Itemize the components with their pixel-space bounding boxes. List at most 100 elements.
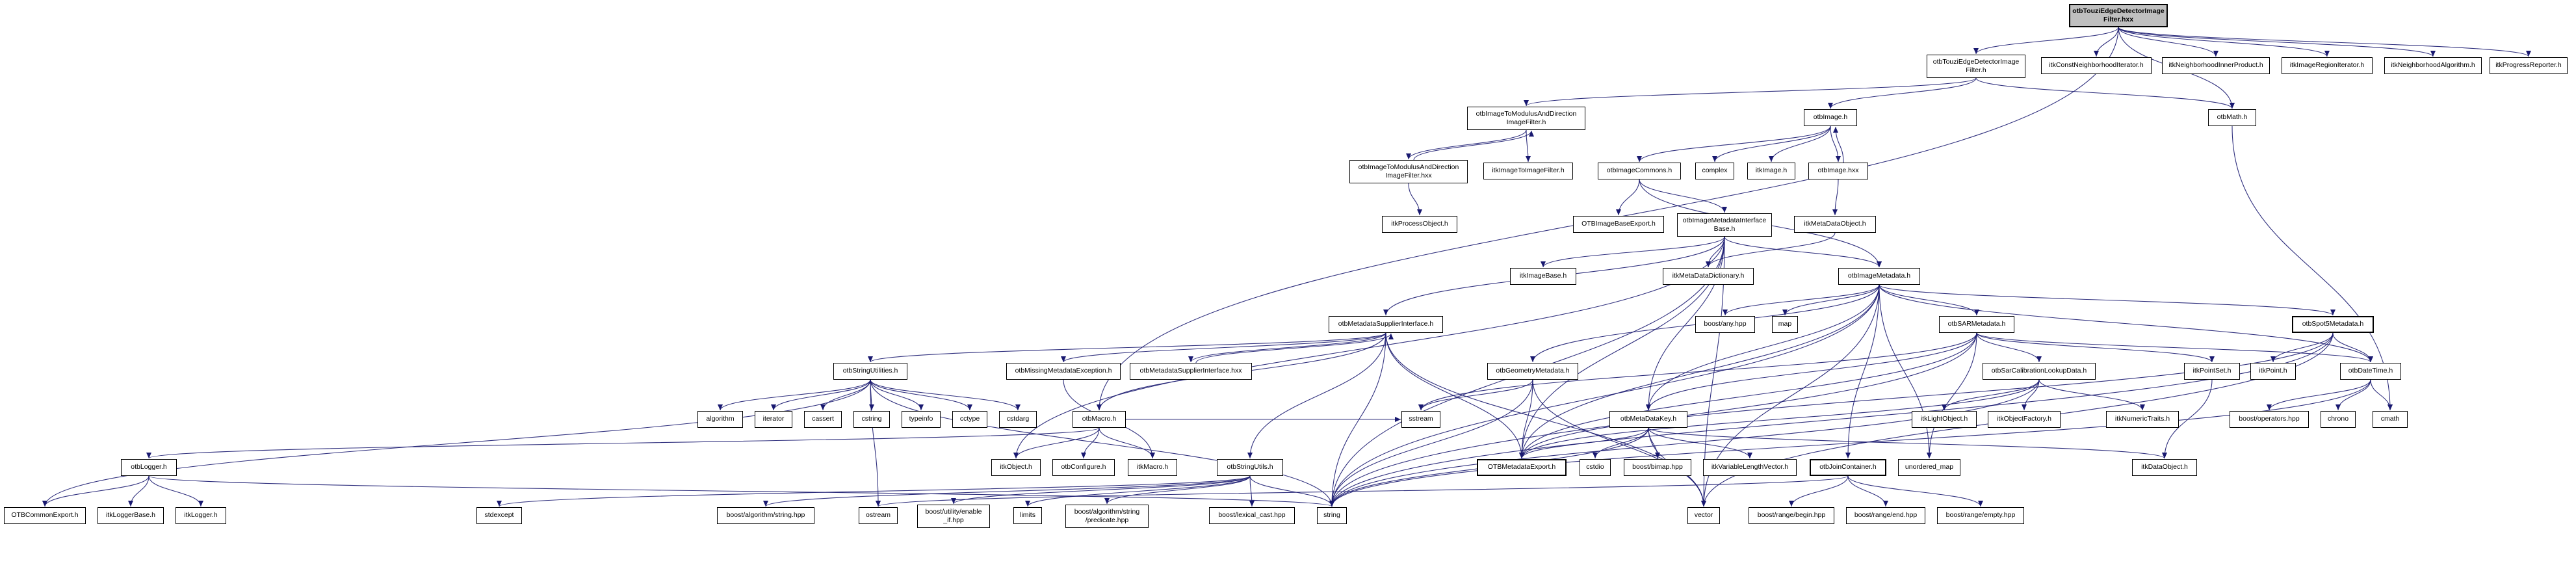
graph-node-label: otbImageToModulusAndDirection — [1476, 109, 1577, 118]
graph-node-imgcommons[interactable]: otbImageCommons.h — [1598, 163, 1681, 179]
graph-node-commonexport[interactable]: OTBCommonExport.h — [4, 507, 86, 524]
graph-node-otbconfigure[interactable]: otbConfigure.h — [1052, 459, 1115, 476]
graph-edge-touzi_hxx-to-touzi_h — [1973, 27, 2119, 55]
graph-node-itkpoint[interactable]: itkPoint.h — [2250, 363, 2296, 380]
graph-edge-otblogger-to-itklogger — [148, 475, 203, 507]
graph-node-imgmetadata[interactable]: otbImageMetadata.h — [1838, 268, 1920, 285]
graph-node-missingmeta[interactable]: otbMissingMetadataException.h — [1006, 363, 1121, 380]
graph-node-itkneighinner[interactable]: itkNeighborhoodInnerProduct.h — [2162, 57, 2270, 74]
graph-node-map[interactable]: map — [1772, 316, 1798, 333]
graph-node-stdexcept[interactable]: stdexcept — [476, 507, 522, 524]
graph-node-itkimgregion[interactable]: itkImageRegionIterator.h — [2282, 57, 2373, 74]
graph-edge-imgmetaifacebase-to-metadatakey — [1646, 236, 1725, 411]
graph-node-itkconstneigh[interactable]: itkConstNeighborhoodIterator.h — [2041, 57, 2152, 74]
graph-node-metasupplier-h[interactable]: otbMetadataSupplierInterface.h — [1329, 316, 1443, 333]
graph-edge-otbmacro-to-otbconfigure — [1081, 427, 1100, 459]
graph-node-boostoperators[interactable]: boost/operators.hpp — [2230, 411, 2309, 428]
graph-node-itkmetadataobj[interactable]: itkMetaDataObject.h — [1794, 216, 1876, 233]
graph-node-stringutilities[interactable]: otbStringUtilities.h — [833, 363, 907, 380]
graph-node-itkneighalg[interactable]: itkNeighborhoodAlgorithm.h — [2384, 57, 2482, 74]
graph-node-itkvarlen[interactable]: itkVariableLengthVector.h — [1703, 459, 1797, 476]
graph-node-itkprocessobj[interactable]: itkProcessObject.h — [1382, 216, 1457, 233]
graph-node-algorithm[interactable]: algorithm — [697, 411, 743, 428]
graph-node-sarmetadata[interactable]: otbSARMetadata.h — [1939, 316, 2014, 333]
graph-node-otbmacro[interactable]: otbMacro.h — [1073, 411, 1126, 428]
graph-node-itkimage[interactable]: itkImage.h — [1747, 163, 1795, 179]
graph-node-itkmacro[interactable]: itkMacro.h — [1128, 459, 1177, 476]
graph-edge-touzi_h-to-otbmath — [1975, 77, 2235, 109]
graph-node-cctype[interactable]: cctype — [952, 411, 987, 428]
graph-node-complex[interactable]: complex — [1695, 163, 1734, 179]
graph-edge-stringutilities-to-ostream — [870, 379, 881, 507]
graph-node-sarcaliblookup[interactable]: otbSarCalibrationLookupData.h — [1983, 363, 2096, 380]
graph-node-geometrymeta[interactable]: otbGeometryMetadata.h — [1487, 363, 1578, 380]
graph-node-cassert[interactable]: cassert — [804, 411, 842, 428]
graph-node-otbimage-h[interactable]: otbImage.h — [1804, 109, 1857, 126]
graph-node-itkprogress[interactable]: itkProgressReporter.h — [2490, 57, 2568, 74]
graph-node-otbmath[interactable]: otbMath.h — [2208, 109, 2256, 126]
graph-edge-otblogger-to-string — [148, 475, 1334, 507]
graph-node-cmath[interactable]: cmath — [2373, 411, 2408, 428]
graph-node-boostrangebegin[interactable]: boost/range/begin.hpp — [1749, 507, 1834, 524]
graph-node-spot5[interactable]: otbSpot5Metadata.h — [2292, 316, 2374, 333]
graph-node-ostream[interactable]: ostream — [859, 507, 898, 524]
graph-node-metadataexport[interactable]: OTBMetadataExport.h — [1477, 459, 1567, 476]
graph-node-cstdarg[interactable]: cstdarg — [999, 411, 1037, 428]
graph-node-otbimage-hxx[interactable]: otbImage.hxx — [1808, 163, 1868, 179]
graph-node-vector[interactable]: vector — [1687, 507, 1720, 524]
graph-node-cstdio[interactable]: cstdio — [1580, 459, 1611, 476]
graph-edge-metasupplier_h-to-missingmeta — [1061, 332, 1386, 363]
graph-node-itkobjfactory[interactable]: itkObjectFactory.h — [1988, 411, 2061, 428]
graph-node-itkdataobject[interactable]: itkDataObject.h — [2132, 459, 2197, 476]
graph-edge-sarcaliblookup-to-string — [1329, 379, 2040, 507]
graph-edge-stringutilities-to-string — [870, 379, 1334, 507]
graph-node-boostrangeend[interactable]: boost/range/end.hpp — [1846, 507, 1925, 524]
graph-node-imgbaseexport[interactable]: OTBImageBaseExport.h — [1573, 216, 1664, 233]
graph-node-cstring[interactable]: cstring — [853, 411, 890, 428]
graph-edge-datetime-to-string — [1329, 379, 2371, 507]
graph-node-itklightobj[interactable]: itkLightObject.h — [1912, 411, 1977, 428]
graph-node-unorderedmap[interactable]: unordered_map — [1898, 459, 1960, 476]
graph-edge-joincontainer-to-boostrangeempty — [1847, 475, 1983, 507]
graph-edge-otbmath-to-cmath — [2231, 125, 2393, 411]
graph-node-itkloggerbase[interactable]: itkLoggerBase.h — [98, 507, 164, 524]
graph-node-boostbimap[interactable]: boost/bimap.hpp — [1624, 459, 1691, 476]
graph-node-boostenableif[interactable]: boost/utility/enable_if.hpp — [917, 505, 990, 528]
graph-node-chrono[interactable]: chrono — [2321, 411, 2356, 428]
graph-node-label: cstdio — [1586, 463, 1604, 471]
graph-node-boostrangeempty[interactable]: boost/range/empty.hpp — [1937, 507, 2024, 524]
graph-node-string[interactable]: string — [1317, 507, 1347, 524]
graph-node-boostpredicate[interactable]: boost/algorithm/string/predicate.hpp — [1065, 505, 1149, 528]
graph-node-metasupplier-hxx[interactable]: otbMetadataSupplierInterface.hxx — [1130, 363, 1252, 380]
graph-node-itkmetadatadict[interactable]: itkMetaDataDictionary.h — [1663, 268, 1754, 285]
graph-node-limits[interactable]: limits — [1013, 507, 1042, 524]
graph-node-label: itkVariableLengthVector.h — [1711, 463, 1789, 471]
graph-node-otbstringutils[interactable]: otbStringUtils.h — [1217, 459, 1283, 476]
graph-node-itknumtraits[interactable]: itkNumericTraits.h — [2106, 411, 2179, 428]
graph-edge-geometrymeta-to-sstream — [1418, 379, 1533, 411]
graph-node-typeinfo[interactable]: typeinfo — [902, 411, 941, 428]
graph-node-iterator[interactable]: iterator — [755, 411, 792, 428]
graph-node-boostlexical[interactable]: boost/lexical_cast.hpp — [1209, 507, 1295, 524]
graph-node-sstream[interactable]: sstream — [1401, 411, 1440, 428]
graph-edge-imgmetaifacebase-to-imgmetadata — [1724, 236, 1882, 268]
graph-node-metadatakey[interactable]: otbMetaDataKey.h — [1609, 411, 1687, 428]
graph-node-label: string — [1323, 511, 1340, 520]
graph-node-itkimagebase[interactable]: itkImageBase.h — [1510, 268, 1576, 285]
graph-node-itkimg2img[interactable]: itkImageToImageFilter.h — [1483, 163, 1573, 179]
graph-node-itkobject[interactable]: itkObject.h — [991, 459, 1041, 476]
graph-node-joincontainer[interactable]: otbJoinContainer.h — [1810, 459, 1886, 476]
graph-node-datetime[interactable]: otbDateTime.h — [2340, 363, 2401, 380]
graph-node-boostalgstring[interactable]: boost/algorithm/string.hpp — [717, 507, 814, 524]
graph-node-itklogger[interactable]: itkLogger.h — [176, 507, 226, 524]
graph-node-otblogger[interactable]: otbLogger.h — [121, 459, 177, 476]
graph-edge-otbmacro-to-itkmacro — [1099, 427, 1155, 459]
graph-node-label: limits — [1020, 511, 1035, 520]
graph-node-itkpointset[interactable]: itkPointSet.h — [2184, 363, 2240, 380]
graph-node-boostany[interactable]: boost/any.hpp — [1695, 316, 1755, 333]
